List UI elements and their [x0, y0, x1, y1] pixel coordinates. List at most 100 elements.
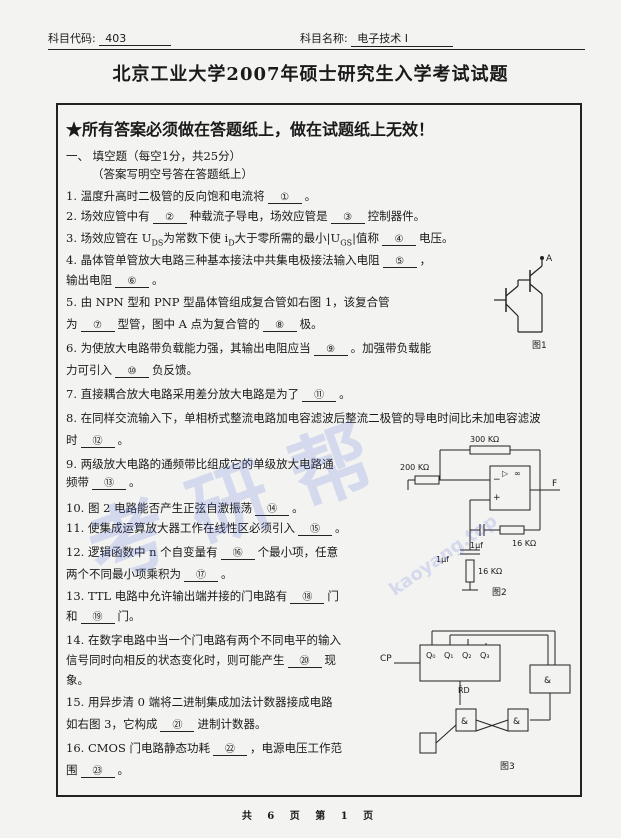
figure-2-label: 图2: [492, 587, 507, 598]
figure-3-rd: R̄D: [458, 685, 470, 695]
question-line: 9. 两级放大电路的通频带比组成它的单级放大电路通: [66, 456, 334, 472]
answer-blank: ⑪: [302, 386, 337, 402]
answer-blank: ⑧: [262, 320, 297, 332]
answer-blank: ⑰: [184, 566, 218, 582]
question-text: 力可引入: [66, 363, 112, 377]
question-text: 逻辑函数中 n 个自变量有: [87, 545, 218, 559]
question-text: 如右图 3，它构成: [66, 717, 158, 731]
figure-3-diagram: CP Q₀ Q₁ Q₂ Q₃ & R̄D & & 图3: [380, 630, 571, 772]
answer-blank: ⑥: [115, 276, 149, 288]
answer-blank: ⑭: [255, 500, 290, 516]
answer-blank: ⑩: [115, 366, 149, 378]
question-line: 15. 用异步清 0 端将二进制集成加法计数器接成电路: [66, 694, 333, 710]
question-text: ，电源电压工作范: [250, 741, 342, 755]
answer-blank: ①: [267, 192, 302, 204]
question-text: 频带: [66, 475, 89, 489]
question-text: |值称: [352, 231, 379, 245]
answer-blank: ⑯: [220, 544, 255, 560]
figure-2-output: F: [552, 479, 557, 489]
question-text: 。: [129, 475, 141, 489]
question-text: 为常数下使 i: [163, 231, 229, 245]
figure-3-q0: Q₀: [426, 651, 436, 660]
answer-blank: ⑬: [92, 474, 126, 490]
question-text: 。加强带负载能: [350, 341, 432, 355]
answer-blank: ⑨: [313, 344, 348, 356]
answer-blank: ⑤: [382, 256, 417, 268]
question-number: 14.: [66, 633, 85, 647]
question-line: 14. 在数字电路中当一个门电路有两个不同电平的输入: [66, 632, 341, 648]
header-rule: [48, 49, 585, 50]
figure-3-label: 图3: [500, 761, 515, 772]
question-number: 13.: [66, 589, 85, 603]
answer-blank: ⑮: [297, 520, 332, 536]
figure-2-opamp-plus: +: [493, 493, 501, 503]
question-number: 5.: [66, 295, 77, 309]
exam-frame: [56, 103, 582, 797]
answer-blank: ④: [382, 234, 416, 246]
question-text: 晶体管单管放大电路三种基本接法中共集电极接法输入电阻: [80, 253, 380, 267]
subscript: D: [228, 238, 235, 248]
question-text: 。: [334, 521, 347, 535]
question-text: 。: [117, 433, 130, 447]
question-line: 5. 由 NPN 型和 PNP 型晶体管组成复合管如右图 1，该复合管: [66, 294, 390, 310]
figure-2-opamp-gain: ∞: [514, 469, 521, 478]
question-number: 7.: [66, 387, 77, 401]
question-text: 进制计数器。: [197, 717, 267, 731]
question-text: 在数字电路中当一个门电路有两个不同电平的输入: [87, 633, 341, 647]
subject-name-value: 电子技术 I: [351, 30, 454, 47]
figure-3-q1: Q₁: [444, 651, 454, 660]
figure-3-gate-b: &: [513, 717, 520, 727]
answer-blank: ⑳: [287, 652, 322, 668]
figure-2-r-in: 200 KΩ: [400, 463, 429, 472]
question-number: 16.: [66, 741, 85, 755]
question-text: 在同样交流输入下，单相桥式整流电路加电容滤波后整流二极管的导电时间比未加电容滤波: [80, 411, 541, 425]
question-text: 用异步清 0 端将二进制集成加法计数器接成电路: [87, 695, 333, 709]
question-text: 。: [117, 763, 130, 777]
section-heading: 一、 填空题（每空1分，共25分）: [66, 149, 242, 163]
question-text: 使集成运算放大器工作在线性区必须引入: [87, 521, 295, 535]
question-number: 15.: [66, 695, 85, 709]
question-text: TTL 电路中允许输出端并接的门电路有: [87, 589, 288, 603]
question-text: 为: [66, 317, 78, 331]
figure-1-diagram: A 图1: [494, 254, 553, 351]
figure-2-r-top: 300 KΩ: [470, 435, 499, 444]
figure-2-r-mid: 16 KΩ: [512, 539, 536, 548]
question-text: 型管，图中 A 点为复合管的: [117, 317, 260, 331]
figure-2-opamp-minus: −: [493, 475, 501, 485]
question-text: 时: [66, 433, 78, 447]
question-text: 场效应管在 U: [80, 231, 152, 245]
figure-3-gate-top: &: [544, 676, 551, 686]
subscript: GS: [340, 238, 353, 248]
question-text: 个最小项，任意: [257, 545, 339, 559]
question-number: 3.: [66, 231, 77, 245]
answer-blank: ③: [330, 212, 365, 224]
question-text: 两个不同最小项乘积为: [66, 567, 181, 581]
question-text: 现: [324, 653, 337, 667]
question-text: 输出电阻: [66, 273, 112, 287]
question-text: 象。: [66, 673, 89, 687]
question-text: 两级放大电路的通频带比组成它的单级放大电路通: [80, 457, 334, 471]
answer-blank: ⑦: [80, 320, 115, 332]
answer-blank: ㉓: [80, 762, 115, 778]
question-number: 11.: [66, 521, 85, 535]
question-text: 场效应管中有: [80, 209, 150, 223]
question-text: 。: [221, 567, 233, 581]
figure-2-r-bot: 16 KΩ: [478, 567, 502, 576]
question-text: 。: [304, 189, 317, 203]
figure-2-diagram: 300 KΩ 200 KΩ − + ▷ ∞ F 1μf 16 KΩ 1μf 16…: [400, 435, 560, 598]
question-text: 门: [327, 589, 339, 603]
question-line: 象。: [66, 672, 89, 688]
question-number: 12.: [66, 545, 85, 559]
